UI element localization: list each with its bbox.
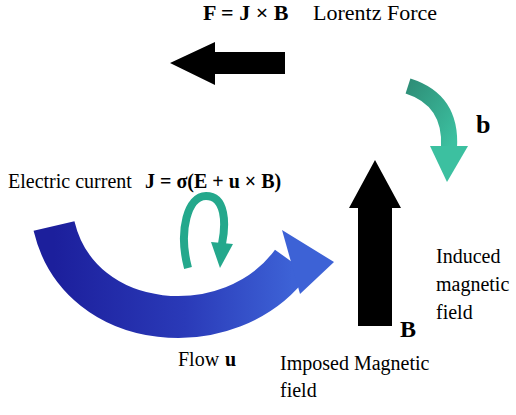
induced-field-name: Induced magnetic field: [436, 242, 512, 326]
field-symbol: B: [400, 316, 416, 344]
imposed-field-name: Imposed Magnetic field: [280, 350, 450, 404]
current-arrowhead: [211, 242, 233, 268]
force-arrow: [170, 42, 285, 85]
flow-symbol: u: [225, 348, 236, 371]
flow-name: Flow: [178, 348, 219, 371]
flow-arrowhead: [282, 230, 334, 294]
current-formula: J = σ(E + u × B): [145, 170, 281, 193]
current-name: Electric current: [8, 170, 132, 193]
force-formula: F = J × B: [203, 0, 288, 25]
field-symbol: b: [476, 110, 490, 140]
flow-band: [54, 226, 292, 317]
force-name: Lorentz Force: [313, 0, 437, 25]
induced-field-arrowhead: [430, 146, 468, 182]
imposed-field-arrow: [349, 160, 401, 326]
induced-field-arrow: [408, 86, 449, 148]
